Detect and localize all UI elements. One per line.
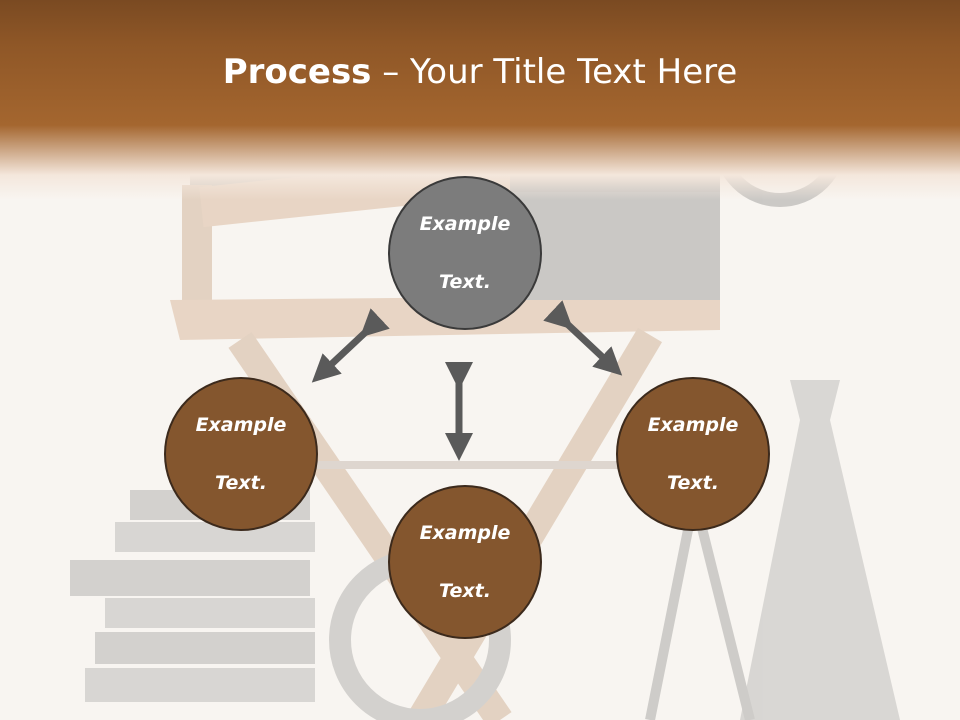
node-left-line2: Text. <box>215 471 267 494</box>
arrow-center-left <box>311 308 390 383</box>
title-bold: Process <box>222 52 372 92</box>
slide-title: Process – Your Title Text Here <box>0 52 960 92</box>
title-band <box>0 0 960 200</box>
node-right-line2: Text. <box>667 471 719 494</box>
title-rest: – Your Title Text Here <box>371 52 738 92</box>
arrow-center-right <box>543 300 623 376</box>
node-left-line1: Example <box>195 413 287 436</box>
node-right-line1: Example <box>647 413 739 436</box>
node-center-line1: Example <box>419 212 511 235</box>
node-bottom-line2: Text. <box>439 579 491 602</box>
node-bottom-line1: Example <box>419 521 511 544</box>
node-center-line2: Text. <box>439 270 491 293</box>
